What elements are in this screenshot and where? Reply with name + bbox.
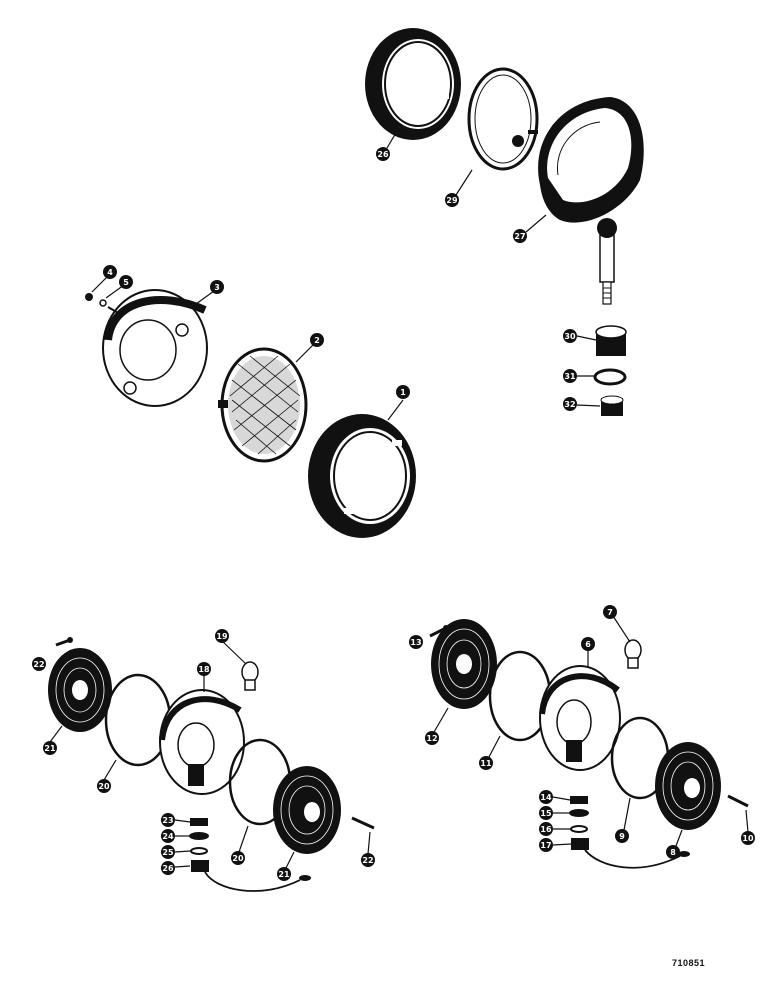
callout-19: 19	[215, 629, 229, 643]
svg-text:23: 23	[162, 816, 173, 825]
svg-text:12: 12	[426, 734, 437, 743]
part-8-lens	[655, 742, 721, 830]
callout-32: 32	[563, 397, 577, 411]
svg-text:25: 25	[162, 848, 174, 857]
svg-text:13: 13	[410, 638, 421, 647]
callout-12: 12	[425, 731, 439, 745]
part-31-washer	[593, 368, 627, 386]
callout-1: 1	[396, 385, 410, 399]
svg-text:2: 2	[314, 336, 320, 345]
part-1-trim-ring	[308, 414, 416, 538]
callout-10: 10	[741, 831, 755, 845]
part-6-housing	[539, 665, 621, 771]
svg-text:27: 27	[514, 232, 525, 241]
callout-23: 23	[161, 813, 175, 827]
svg-text:19: 19	[216, 632, 228, 641]
svg-text:7: 7	[607, 608, 613, 617]
callout-13: 13	[409, 635, 423, 649]
part-10-screw	[727, 794, 749, 808]
svg-text:26: 26	[162, 864, 174, 873]
part-19-bulb	[241, 661, 259, 691]
callout-18: 18	[197, 662, 211, 676]
part-3-housing	[102, 289, 208, 407]
callout-22-right: 22	[361, 853, 375, 867]
callout-26-top: 26	[376, 147, 390, 161]
parts-14-17-stack	[569, 796, 690, 869]
callout-29: 29	[445, 193, 459, 207]
part-32-nut	[600, 395, 624, 416]
part-21-lens-right	[273, 766, 341, 854]
svg-text:11: 11	[480, 759, 492, 768]
svg-text:15: 15	[540, 809, 552, 818]
callout-21-right: 21	[277, 867, 291, 881]
figure-code: 710851	[672, 958, 706, 968]
callout-27: 27	[513, 229, 527, 243]
callout-8: 8	[666, 845, 680, 859]
svg-text:26: 26	[377, 150, 389, 159]
svg-text:1: 1	[400, 388, 406, 397]
svg-text:4: 4	[107, 268, 113, 277]
callout-11: 11	[479, 756, 493, 770]
svg-text:22: 22	[362, 856, 373, 865]
part-26-trim-ring	[365, 28, 461, 140]
parts-23-26-stack	[189, 818, 311, 892]
callout-7: 7	[603, 605, 617, 619]
svg-text:21: 21	[278, 870, 290, 879]
part-12-lens	[431, 619, 497, 709]
part-7-bulb	[624, 639, 642, 669]
callout-31: 31	[563, 369, 577, 383]
callout-25: 25	[161, 845, 175, 859]
callout-3: 3	[210, 280, 224, 294]
svg-text:5: 5	[123, 278, 129, 287]
svg-text:21: 21	[44, 744, 56, 753]
svg-text:32: 32	[564, 400, 575, 409]
part-4-nut	[85, 293, 93, 301]
callout-16: 16	[539, 822, 553, 836]
svg-text:24: 24	[162, 832, 174, 841]
callout-26: 26	[161, 861, 175, 875]
svg-text:20: 20	[98, 782, 110, 791]
svg-text:16: 16	[540, 825, 552, 834]
callout-20-right: 20	[231, 851, 245, 865]
part-30-spacer	[595, 325, 627, 356]
part-29-sealed-beam	[467, 67, 539, 171]
svg-text:6: 6	[585, 640, 591, 649]
svg-text:31: 31	[564, 372, 576, 381]
callout-6: 6	[581, 637, 595, 651]
callout-21-left: 21	[43, 741, 57, 755]
svg-text:3: 3	[214, 283, 220, 292]
svg-text:14: 14	[540, 793, 552, 802]
callout-5: 5	[119, 275, 133, 289]
svg-text:8: 8	[670, 848, 676, 857]
svg-text:17: 17	[540, 841, 551, 850]
callout-14: 14	[539, 790, 553, 804]
leader-lines	[49, 125, 749, 869]
callout-4: 4	[103, 265, 117, 279]
svg-text:10: 10	[742, 834, 754, 843]
svg-text:9: 9	[619, 832, 625, 841]
svg-text:29: 29	[446, 196, 458, 205]
part-21-lens-left	[48, 648, 112, 732]
callout-15: 15	[539, 806, 553, 820]
callout-30: 30	[563, 329, 577, 343]
callout-17: 17	[539, 838, 553, 852]
svg-text:20: 20	[232, 854, 244, 863]
callout-20-left: 20	[97, 779, 111, 793]
svg-text:30: 30	[564, 332, 576, 341]
svg-text:22: 22	[33, 660, 44, 669]
callout-9: 9	[615, 829, 629, 843]
callout-24: 24	[161, 829, 175, 843]
callout-22-top: 22	[32, 657, 46, 671]
svg-text:18: 18	[198, 665, 210, 674]
part-18-housing	[159, 689, 245, 795]
part-5-washer	[99, 299, 121, 315]
part-22-screw-top	[55, 637, 73, 647]
part-2-lens	[218, 347, 308, 463]
callout-2: 2	[310, 333, 324, 347]
part-22-screw-right	[351, 816, 375, 830]
part-27-housing	[538, 97, 644, 305]
